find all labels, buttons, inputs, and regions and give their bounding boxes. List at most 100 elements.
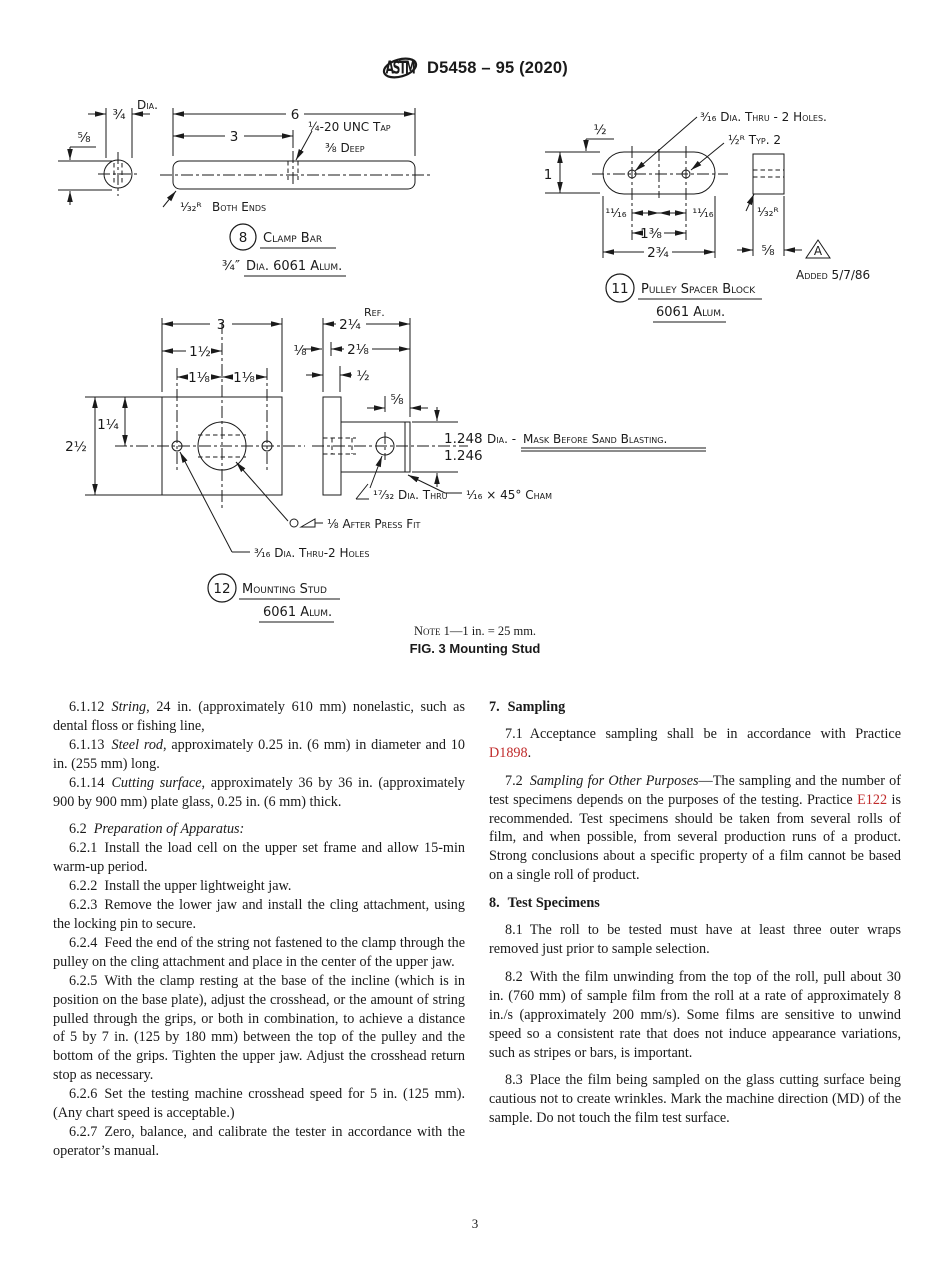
radius-typ-note: ½ᴿ Typ. 2 bbox=[728, 133, 781, 147]
ref-label: Ref. bbox=[364, 306, 385, 319]
clause-number: 6.2.2 bbox=[69, 878, 98, 895]
page-header: ASTM D5458 – 95 (2020) bbox=[0, 54, 950, 82]
pulley-title: Pulley Spacer Block bbox=[641, 282, 756, 297]
clause-number: 6.2.3 bbox=[69, 897, 98, 914]
stud-dim-218: 2⅛ bbox=[347, 342, 369, 358]
dim-138: 1⅜ bbox=[640, 226, 662, 242]
figure-3-drawing: ¾ Dia. ⅝ 6 3 ¼-20 UNC Tap bbox=[58, 98, 870, 623]
mask-note: Mask Before Sand Blasting. bbox=[523, 432, 667, 446]
clause-number: 6.2 bbox=[69, 821, 87, 838]
stud-dim-12: ½ bbox=[356, 368, 369, 384]
bore-dia-label: Dia. - bbox=[487, 432, 516, 446]
clause-number: 6.1.13 bbox=[69, 736, 105, 753]
dim-58-side: ⅝ bbox=[761, 243, 774, 259]
stud-dim-114: 1¼ bbox=[97, 417, 119, 433]
note-label: Note 1 bbox=[413, 624, 450, 638]
stud-dim-18: ⅛ bbox=[293, 343, 306, 359]
dia-label: Dia. bbox=[137, 98, 158, 112]
clause-number: 6.1.12 bbox=[69, 699, 105, 715]
clamp-bar-title: Clamp Bar bbox=[263, 231, 322, 246]
stud-dim-118a: 1⅛ bbox=[188, 370, 210, 386]
defined-term: Cutting surface bbox=[111, 774, 202, 791]
section-heading-8: 8.Test Specimens bbox=[489, 895, 600, 912]
radius-note: ¹⁄₃₂ᴿ bbox=[180, 200, 202, 214]
clause-number: 6.2.6 bbox=[69, 1086, 98, 1103]
subsection-title: Preparation of Apparatus: bbox=[93, 821, 245, 838]
paragraph-6-2: 6.2 Preparation of Apparatus: bbox=[53, 820, 465, 839]
dim-five-eighths: ⅝ bbox=[77, 130, 90, 146]
stud-dim-58: ⅝ bbox=[390, 392, 403, 408]
clause-number: 6.2.4 bbox=[69, 934, 98, 951]
clause-number: 8.1 bbox=[505, 922, 523, 939]
press-fit-note: ⅛ After Press Fit bbox=[327, 517, 421, 531]
clause-number: 8.2 bbox=[505, 968, 523, 985]
clamp-bar-drawing: ¾ Dia. ⅝ 6 3 ¼-20 UNC Tap bbox=[58, 98, 432, 277]
radius-note-suffix: Both Ends bbox=[212, 200, 266, 214]
figure-caption: FIG. 3 Mounting Stud bbox=[409, 641, 541, 656]
bore-dia-high: 1.248 bbox=[444, 431, 483, 447]
link-E122[interactable]: E122 bbox=[857, 791, 888, 808]
clamp-bar-material: Dia. 6061 Alum. bbox=[246, 259, 342, 274]
clamp-bar-material-prefix: ¾″ bbox=[222, 258, 240, 274]
pulley-spacer-block-drawing: ½ 1 ³⁄₁₆ Dia. Thru - 2 Holes. ½ᴿ Typ. 2 … bbox=[544, 110, 870, 323]
dim-three-quarter: ¾ bbox=[112, 107, 125, 123]
stud-dim-214: 2¼ bbox=[339, 317, 361, 333]
bore-dia-low: 1.246 bbox=[444, 448, 483, 464]
clause-number: 8.3 bbox=[505, 1072, 523, 1089]
revision-note: Added 5/7/86 bbox=[796, 268, 870, 282]
defined-term: String bbox=[111, 699, 147, 715]
standard-designation: D5458 – 95 (2020) bbox=[427, 58, 568, 77]
radius-note-2: ¹⁄₃₂ᴿ bbox=[757, 205, 779, 219]
astm-logo: ASTM bbox=[382, 57, 418, 79]
clause-number: 6.2.5 bbox=[69, 972, 98, 989]
dim-half: ½ bbox=[593, 122, 606, 138]
dim-3: 3 bbox=[230, 129, 239, 145]
dim-6: 6 bbox=[291, 107, 300, 123]
astm-logo-text: ASTM bbox=[386, 58, 416, 79]
stud-dim-118b: 1⅛ bbox=[233, 370, 255, 386]
balloon-12: 12 bbox=[213, 581, 230, 597]
stud-dim-212: 2½ bbox=[65, 439, 87, 455]
link-D1898[interactable]: D1898 bbox=[489, 744, 528, 761]
stud-title: Mounting Stud bbox=[242, 582, 327, 597]
clause-number: 7.1 bbox=[505, 725, 523, 742]
stud-material: 6061 Alum. bbox=[263, 605, 332, 620]
balloon-11: 11 bbox=[611, 281, 628, 297]
holes-note: ³⁄₁₆ Dia. Thru - 2 Holes. bbox=[700, 110, 827, 124]
dim-1: 1 bbox=[544, 167, 553, 183]
thru-hole-note: ¹⁷⁄₃₂ Dia. Thru bbox=[373, 488, 448, 502]
clause-number: 6.2.7 bbox=[69, 1123, 98, 1140]
dim-1116-right: ¹¹⁄₁₆ bbox=[692, 206, 713, 220]
tap-note-line1: ¼-20 UNC Tap bbox=[308, 120, 391, 134]
clause-number: 6.2.1 bbox=[69, 840, 98, 857]
pulley-material: 6061 Alum. bbox=[656, 305, 725, 320]
note-text: —1 in. = 25 mm. bbox=[449, 624, 537, 638]
clause-number: 6.1.14 bbox=[69, 774, 105, 791]
stud-holes-note: ³⁄₁₆ Dia. Thru-2 Holes bbox=[254, 546, 369, 560]
dim-1116-left: ¹¹⁄₁₆ bbox=[605, 206, 626, 220]
subsection-title: Sampling for Other Purposes bbox=[529, 772, 699, 789]
stud-dim-112: 1½ bbox=[189, 344, 211, 360]
section-heading-7: 7.Sampling bbox=[489, 699, 566, 715]
defined-term: Steel rod bbox=[111, 736, 164, 753]
stud-dim-3: 3 bbox=[217, 317, 226, 333]
page-number: 3 bbox=[471, 1216, 479, 1231]
dim-234: 2¾ bbox=[647, 245, 669, 261]
balloon-8: 8 bbox=[239, 230, 248, 246]
